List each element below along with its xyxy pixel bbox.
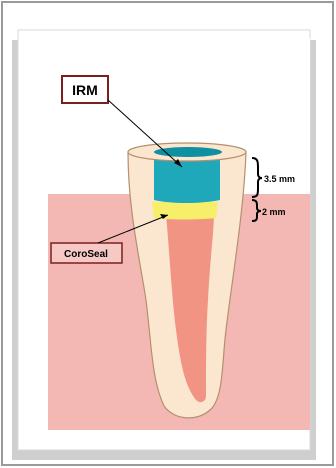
irm-top	[154, 147, 222, 157]
measure-top-label: 3.5 mm	[264, 174, 295, 184]
measure-bottom-label: 2 mm	[262, 207, 286, 217]
irm-label: IRM	[72, 82, 98, 98]
coroseal-label: CoroSeal	[64, 249, 108, 260]
